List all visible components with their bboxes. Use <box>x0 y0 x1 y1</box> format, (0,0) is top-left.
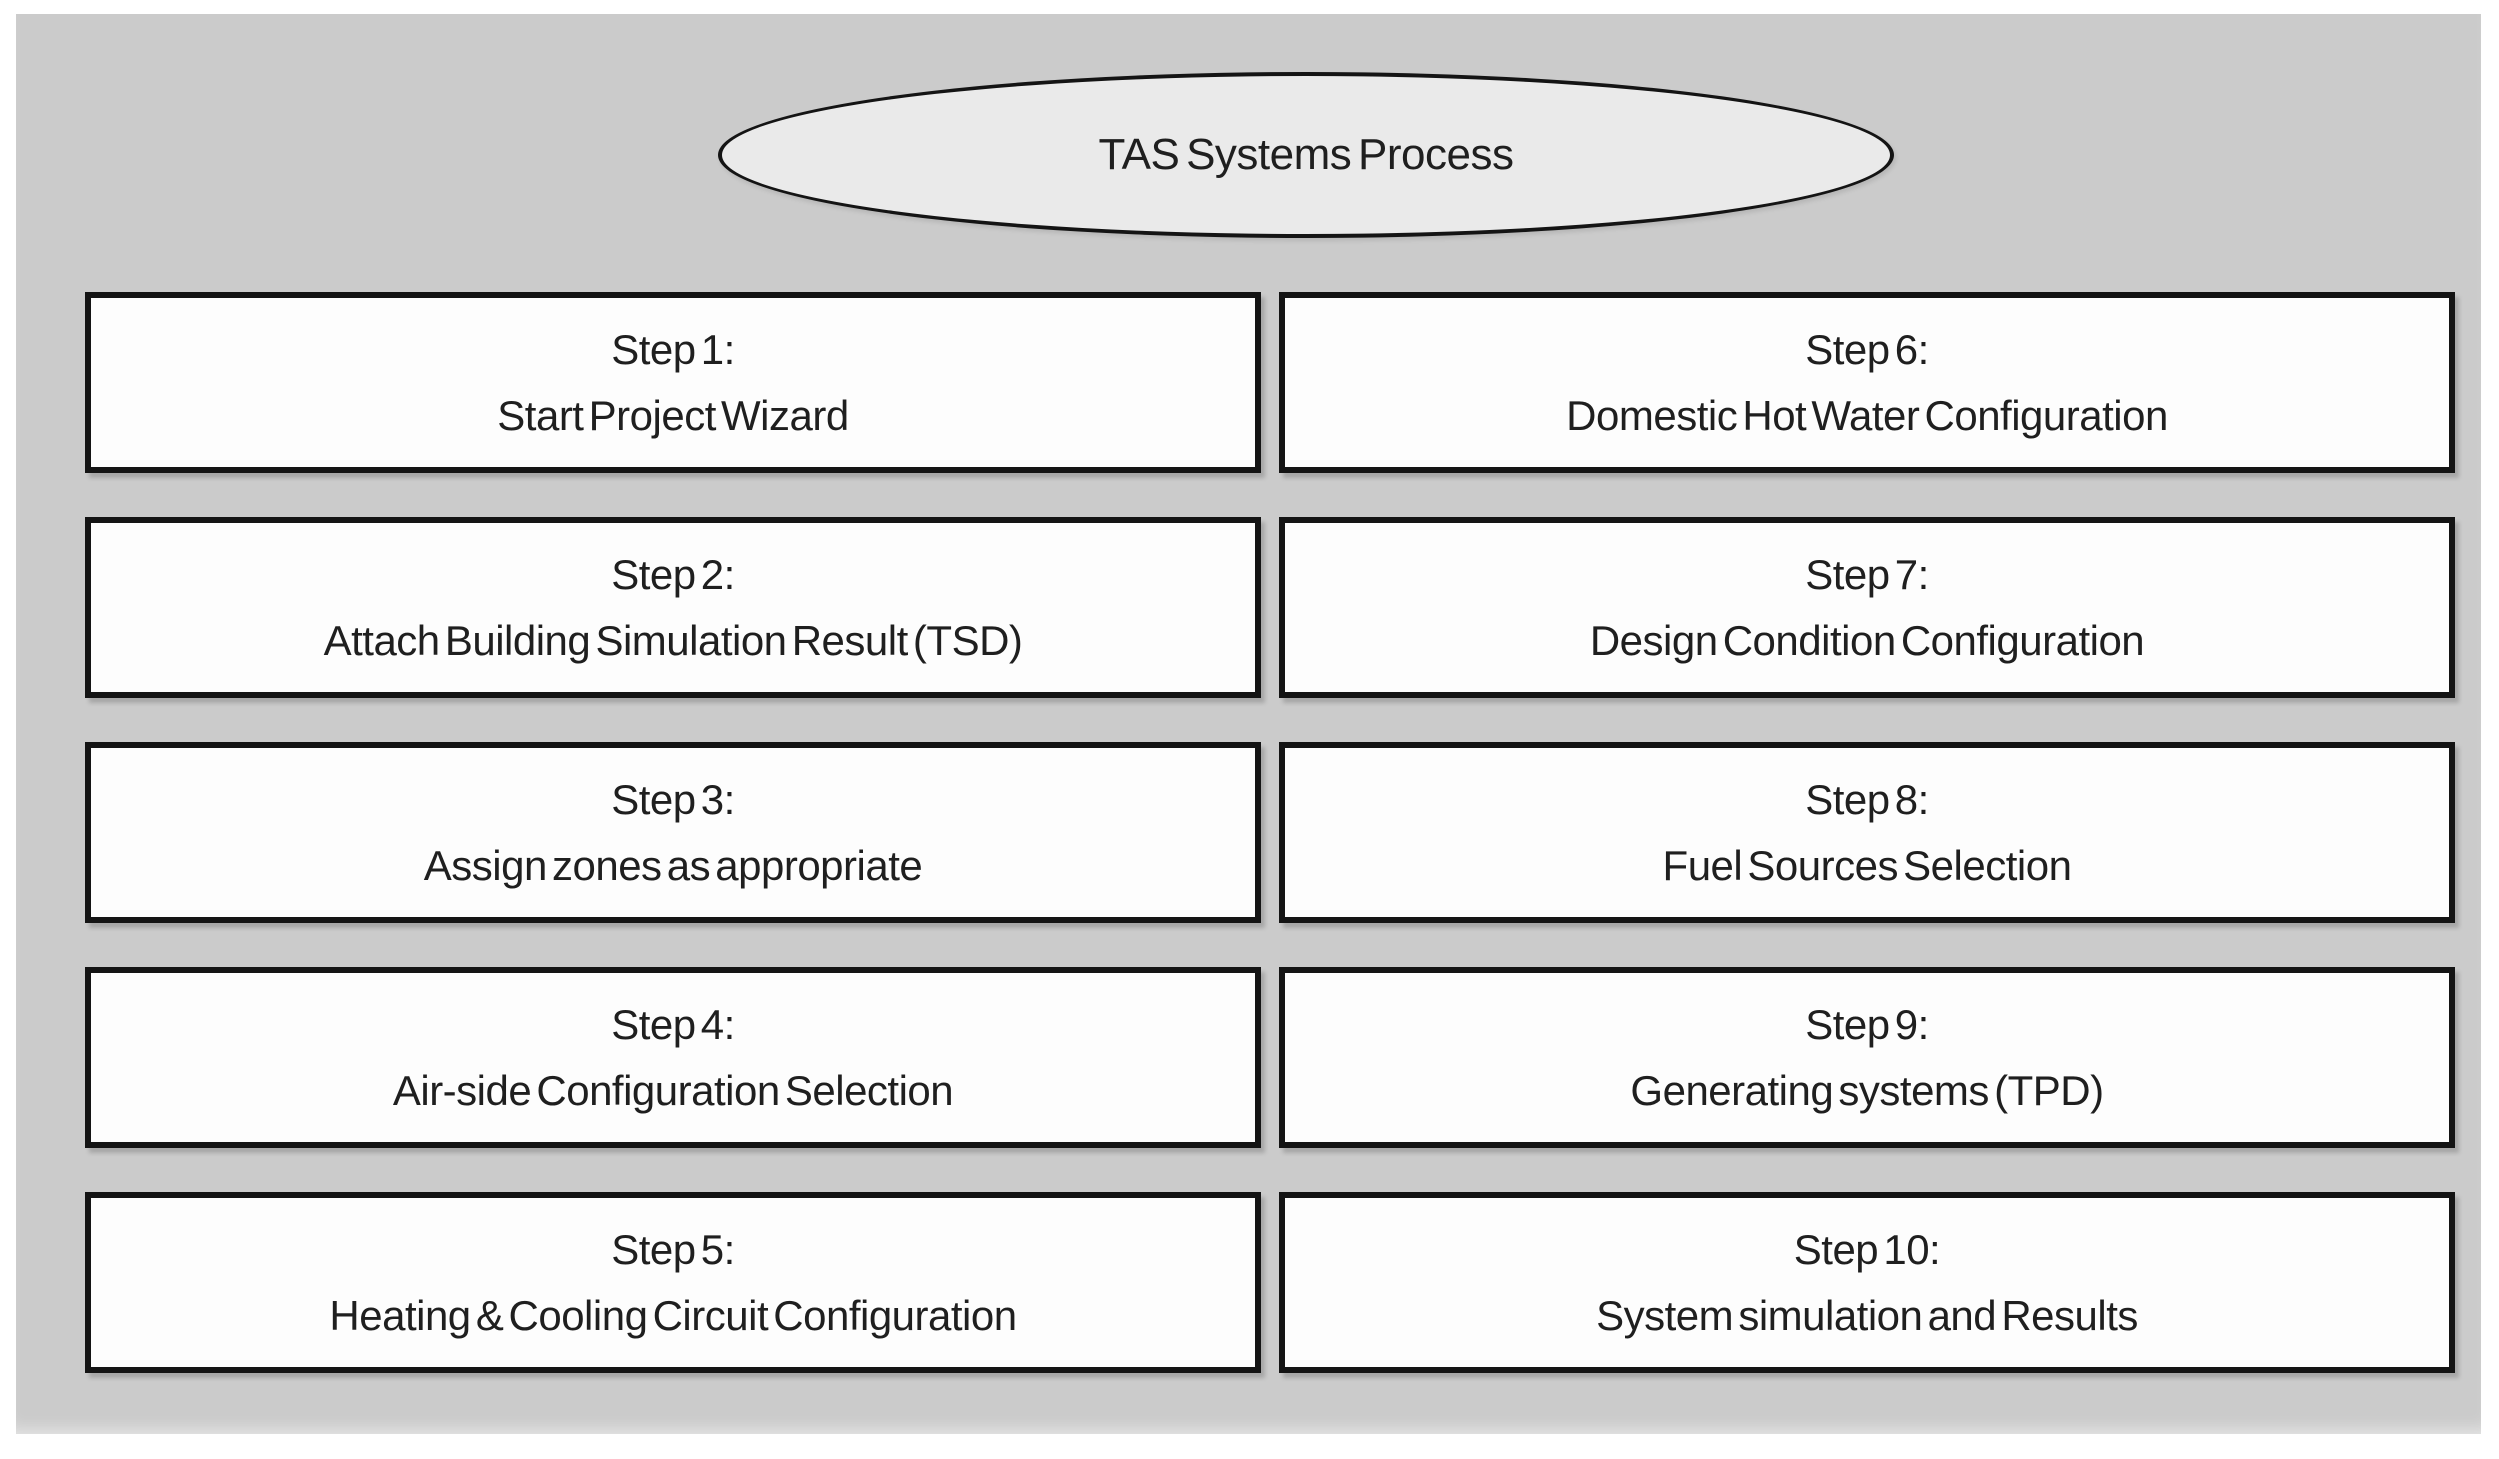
step-2-box: Step 2: Attach Building Simulation Resul… <box>85 517 1261 698</box>
step-10-label: Step 10: <box>1793 1225 1941 1273</box>
process-title: TAS Systems Process <box>1098 130 1514 179</box>
step-9-box: Step 9: Generating systems (TPD) <box>1279 967 2455 1148</box>
steps-grid: Step 1: Start Project Wizard Step 2: Att… <box>85 292 2455 1373</box>
step-8-description: Fuel Sources Selection <box>1662 841 2072 889</box>
step-4-description: Air-side Configuration Selection <box>392 1066 954 1114</box>
step-7-box: Step 7: Design Condition Configuration <box>1279 517 2455 698</box>
step-2-label: Step 2: <box>611 550 735 598</box>
step-6-box: Step 6: Domestic Hot Water Configuration <box>1279 292 2455 473</box>
step-7-label: Step 7: <box>1805 550 1929 598</box>
step-5-label: Step 5: <box>611 1225 735 1273</box>
diagram-panel: TAS Systems Process Step 1: Start Projec… <box>16 14 2481 1434</box>
step-3-description: Assign zones as appropriate <box>423 841 923 889</box>
step-8-box: Step 8: Fuel Sources Selection <box>1279 742 2455 923</box>
step-7-description: Design Condition Configuration <box>1589 616 2145 664</box>
step-9-description: Generating systems (TPD) <box>1630 1066 2104 1114</box>
step-6-description: Domestic Hot Water Configuration <box>1566 391 2168 439</box>
step-4-label: Step 4: <box>611 1000 735 1048</box>
step-3-box: Step 3: Assign zones as appropriate <box>85 742 1261 923</box>
step-6-label: Step 6: <box>1805 325 1929 373</box>
step-2-description: Attach Building Simulation Result (TSD) <box>323 616 1023 664</box>
step-1-box: Step 1: Start Project Wizard <box>85 292 1261 473</box>
step-5-box: Step 5: Heating & Cooling Circuit Config… <box>85 1192 1261 1373</box>
step-3-label: Step 3: <box>611 775 735 823</box>
step-10-box: Step 10: System simulation and Results <box>1279 1192 2455 1373</box>
step-8-label: Step 8: <box>1805 775 1929 823</box>
step-4-box: Step 4: Air-side Configuration Selection <box>85 967 1261 1148</box>
step-10-description: System simulation and Results <box>1596 1291 2138 1339</box>
step-1-label: Step 1: <box>611 325 735 373</box>
step-5-description: Heating & Cooling Circuit Configuration <box>329 1291 1017 1339</box>
process-title-ellipse: TAS Systems Process <box>718 72 1894 238</box>
step-9-label: Step 9: <box>1805 1000 1929 1048</box>
step-1-description: Start Project Wizard <box>497 391 849 439</box>
